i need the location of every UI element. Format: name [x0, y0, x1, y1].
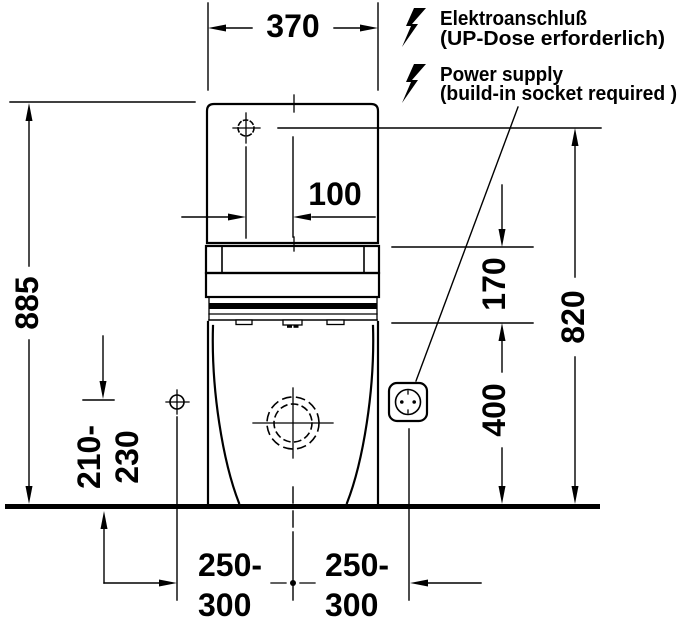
- dim-label-400: 400: [476, 383, 512, 436]
- dimension-885: 885: [9, 101, 196, 504]
- annotation-de-line1: Elektroanschluß: [440, 8, 587, 30]
- dim-label-210: 210-: [71, 425, 107, 489]
- dimension-400: 400: [476, 323, 512, 504]
- seat-hinge-left: [235, 319, 253, 326]
- dim-label-820: 820: [555, 290, 591, 343]
- dim-label-230: 230: [109, 430, 145, 483]
- annotation-de-line2: (UP-Dose erforderlich): [440, 28, 665, 50]
- crosshair-marker: [165, 389, 190, 415]
- bowl-outline: [206, 320, 380, 505]
- annotation-en-line2: (build-in socket required ): [440, 83, 677, 105]
- dashed-circle-marker: [252, 387, 334, 459]
- dimension-170: 170: [476, 184, 512, 311]
- electric-annotation-de: Elektroanschluß (UP-Dose erforderlich): [402, 8, 665, 50]
- dimension-250-300-left: 250- 300: [103, 547, 262, 623]
- vertical-centerline: [270, 486, 316, 601]
- dim-label-170: 170: [476, 257, 512, 310]
- dimension-370: 370: [207, 2, 379, 91]
- floor-line: [5, 504, 600, 509]
- socket-leader-line: [415, 106, 519, 382]
- dim-label-250-right: 250-: [325, 547, 389, 583]
- dim-label-250-left: 250-: [198, 547, 262, 583]
- seat-hinge-center: [282, 319, 303, 326]
- seat-hinge-right: [326, 319, 345, 326]
- dimension-250-300-right: 250- 300: [325, 547, 482, 623]
- dim-label-300-left: 300: [198, 587, 251, 623]
- dimension-210-230: 210- 230: [71, 335, 145, 584]
- dim-label-300-right: 300: [325, 587, 378, 623]
- dim-label-100: 100: [308, 176, 361, 212]
- annotation-en-line1: Power supply: [440, 64, 564, 86]
- seat-assembly: [204, 244, 381, 328]
- dimension-100: 100: [181, 136, 376, 239]
- lightning-bolt-icon: [402, 64, 426, 103]
- lightning-bolt-icon: [402, 8, 426, 47]
- dimension-820: 820: [555, 128, 591, 504]
- dim-label-885: 885: [9, 276, 45, 329]
- dashed-crosshair-marker: [232, 112, 261, 144]
- dim-label-370: 370: [266, 8, 319, 44]
- electric-annotation-en: Power supply (build-in socket required ): [402, 64, 677, 105]
- power-socket-icon: [387, 381, 429, 423]
- cistern-outline: [205, 94, 380, 252]
